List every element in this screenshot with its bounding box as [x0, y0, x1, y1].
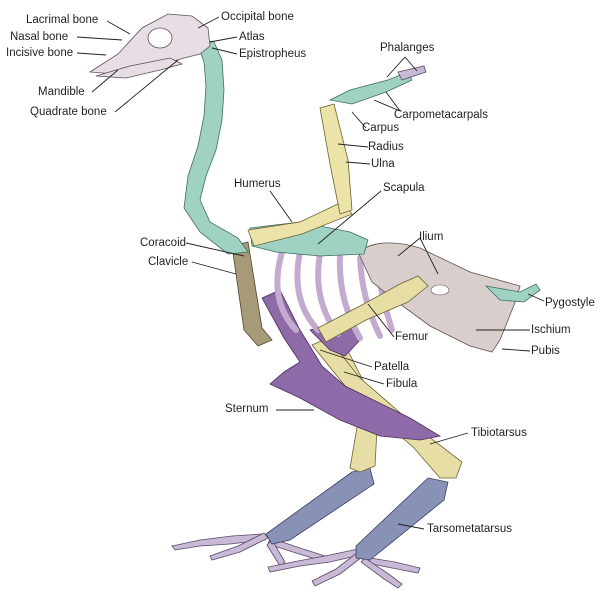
- label-radius: Radius: [368, 141, 404, 153]
- front-foot-toes: [267, 548, 421, 589]
- label-lacrimal-bone: Lacrimal bone: [26, 14, 99, 26]
- label-tarsometatarsus: Tarsometatarsus: [427, 523, 513, 535]
- label-fibula: Fibula: [386, 378, 418, 390]
- label-quadrate-bone: Quadrate bone: [30, 106, 107, 118]
- label-sternum: Sternum: [225, 403, 269, 415]
- label-patella: Patella: [374, 361, 410, 373]
- label-femur: Femur: [395, 331, 429, 343]
- label-ulna: Ulna: [371, 158, 395, 170]
- label-scapula: Scapula: [383, 182, 425, 194]
- mandible-bone: [95, 57, 184, 79]
- radius-ulna: [319, 103, 353, 215]
- carpometacarpals-bone: [328, 71, 413, 105]
- label-occipital-bone: Occipital bone: [221, 11, 294, 23]
- label-ischium: Ischium: [531, 324, 571, 336]
- label-pubis: Pubis: [531, 345, 560, 357]
- label-epistropheus: Epistropheus: [239, 48, 307, 60]
- label-ilium: Ilium: [419, 231, 444, 243]
- back-foot-toes: [171, 532, 326, 567]
- label-nasal-bone: Nasal bone: [10, 31, 69, 43]
- label-tibiotarsus: Tibiotarsus: [471, 427, 527, 439]
- label-mandible: Mandible: [38, 86, 85, 98]
- label-carpometacarpals: Carpometacarpals: [394, 109, 488, 121]
- label-atlas: Atlas: [239, 31, 265, 43]
- label-humerus: Humerus: [234, 178, 281, 190]
- orbit: [147, 27, 173, 49]
- label-incisive-bone: Incisive bone: [6, 47, 74, 59]
- pelvic-foramen: [430, 284, 450, 296]
- tarsometatarsus-front: [355, 477, 449, 561]
- label-carpus: Carpus: [362, 122, 400, 134]
- pelvis: [357, 242, 521, 353]
- humerus-bone: [247, 201, 353, 247]
- femur-bone: [317, 275, 429, 343]
- label-clavicle: Clavicle: [148, 256, 189, 268]
- neck-vertebrae: [183, 39, 249, 255]
- leader-lines: [76, 16, 545, 530]
- label-coracoid: Coracoid: [140, 237, 187, 249]
- tarsometatarsus-back: [265, 467, 375, 545]
- label-phalanges: Phalanges: [380, 42, 435, 54]
- phalanges-bone: [397, 65, 427, 81]
- tail-vertebrae: [484, 283, 541, 303]
- label-pygostyle: Pygostyle: [545, 297, 595, 309]
- coracoid-bone: [231, 241, 273, 347]
